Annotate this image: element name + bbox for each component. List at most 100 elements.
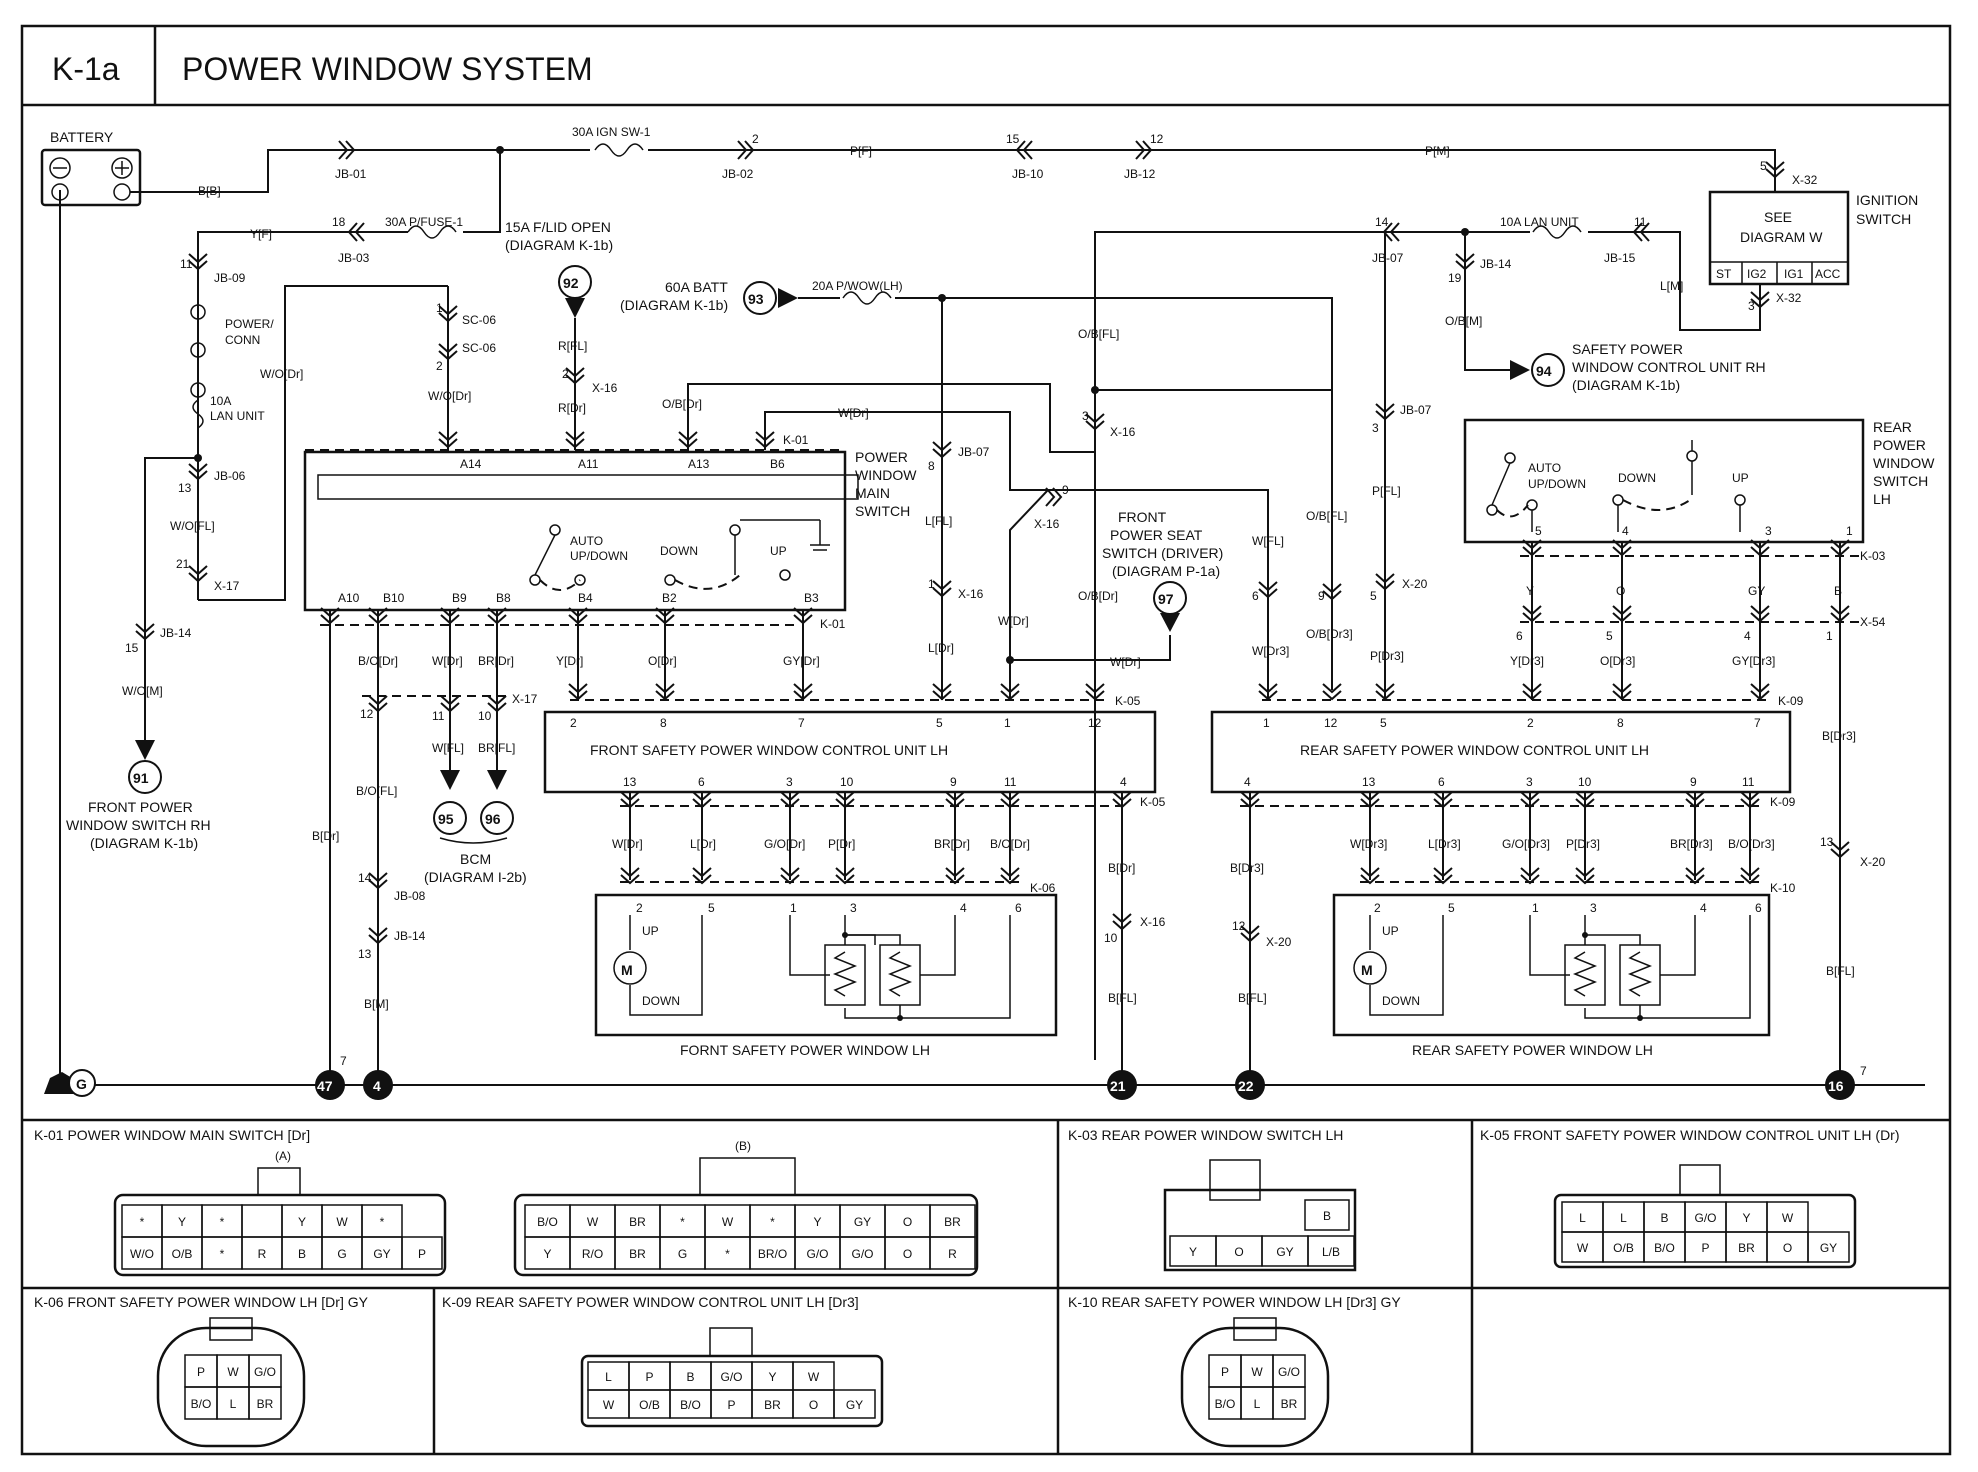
svg-text:WINDOW: WINDOW (855, 467, 917, 483)
svg-text:12: 12 (1232, 919, 1246, 933)
svg-text:WINDOW: WINDOW (1873, 455, 1935, 471)
svg-text:B[FL]: B[FL] (1108, 991, 1137, 1005)
svg-text:SC-06: SC-06 (462, 341, 496, 355)
ground-22 (1235, 1070, 1265, 1100)
connector-pin-label: * (220, 1247, 225, 1261)
fuse-pfuse-icon (407, 225, 457, 239)
svg-text:W/O[M]: W/O[M] (122, 684, 163, 698)
svg-text:A14: A14 (460, 457, 482, 471)
svg-text:Y[F]: Y[F] (250, 227, 272, 241)
svg-text:1: 1 (1004, 716, 1011, 730)
svg-text:B/O[Dr]: B/O[Dr] (990, 837, 1030, 851)
connector-pin-label: O (1783, 1241, 1792, 1255)
svg-text:P[Dr3]: P[Dr3] (1370, 649, 1404, 663)
connector-pin-label: R/O (582, 1247, 603, 1261)
connector-pin-label: W (808, 1370, 820, 1384)
svg-text:(A): (A) (275, 1149, 291, 1163)
svg-text:K-06: K-06 (1030, 881, 1056, 895)
svg-text:5: 5 (1606, 629, 1613, 643)
connector-pin-label: L (1620, 1211, 1627, 1225)
svg-text:B[FL]: B[FL] (1238, 991, 1267, 1005)
front-motor-title: FORNT SAFETY POWER WINDOW LH (680, 1042, 930, 1058)
svg-text:G/O[Dr3]: G/O[Dr3] (1502, 837, 1550, 851)
rear-motor-title: REAR SAFETY POWER WINDOW LH (1412, 1042, 1653, 1058)
svg-text:POWER/: POWER/ (225, 317, 274, 331)
svg-text:P[Dr3]: P[Dr3] (1566, 837, 1600, 851)
svg-text:5: 5 (1380, 716, 1387, 730)
svg-text:(DIAGRAM K-1b): (DIAGRAM K-1b) (90, 835, 198, 851)
svg-text:B: B (1834, 584, 1842, 598)
svg-text:K-01: K-01 (783, 433, 809, 447)
svg-text:A13: A13 (688, 457, 710, 471)
x54-connectors (1522, 605, 1850, 622)
svg-text:BCM: BCM (460, 851, 491, 867)
connector-pin-label: O (1234, 1245, 1243, 1259)
connector-pin-label: G/O (806, 1247, 828, 1261)
svg-text:W[FL]: W[FL] (432, 741, 464, 755)
connector-pin-label: W (336, 1215, 348, 1229)
svg-text:3: 3 (1526, 775, 1533, 789)
connector-pin-label: G/O (720, 1370, 742, 1384)
svg-text:LH: LH (1873, 491, 1891, 507)
svg-text:AUTO: AUTO (570, 534, 603, 548)
svg-text:W[Dr]: W[Dr] (998, 614, 1029, 628)
connector-pin-label: B/O (680, 1398, 701, 1412)
svg-text:SEE: SEE (1764, 209, 1792, 225)
svg-text:8: 8 (928, 459, 935, 473)
front-window-motor: 2 5 1 3 4 6 M UP DOWN (594, 893, 1058, 1037)
svg-text:X-16: X-16 (1140, 915, 1166, 929)
svg-text:JB-08: JB-08 (394, 889, 426, 903)
connector-pin-label: B/O (1654, 1241, 1675, 1255)
svg-text:8: 8 (1617, 716, 1624, 730)
svg-text:2: 2 (436, 359, 443, 373)
svg-text:AUTO: AUTO (1528, 461, 1561, 475)
connector-pin-label: W (603, 1398, 615, 1412)
svg-text:JB-15: JB-15 (1604, 251, 1636, 265)
svg-text:1: 1 (1826, 629, 1833, 643)
svg-text:IG1: IG1 (1784, 267, 1804, 281)
svg-text:K-09 REAR SAFETY POWER WINDOW: K-09 REAR SAFETY POWER WINDOW CONTROL UN… (442, 1294, 859, 1310)
svg-text:11: 11 (432, 709, 445, 723)
svg-text:97: 97 (1158, 591, 1174, 607)
svg-text:47: 47 (317, 1078, 333, 1094)
svg-text:REAR: REAR (1873, 419, 1912, 435)
svg-text:B8: B8 (496, 591, 511, 605)
connector-cell (401, 1236, 443, 1270)
connector-pin-label: B (298, 1247, 306, 1261)
svg-text:X-17: X-17 (214, 579, 240, 593)
svg-text:3: 3 (1372, 421, 1379, 435)
svg-text:Y[Dr3]: Y[Dr3] (1510, 654, 1544, 668)
svg-text:A10: A10 (338, 591, 360, 605)
svg-text:16: 16 (1828, 1078, 1844, 1094)
heater-icon (832, 951, 858, 997)
svg-text:BR[FL]: BR[FL] (478, 741, 515, 755)
connector-label: JB-01 (335, 167, 367, 181)
connector-pin-label: GY (1276, 1245, 1293, 1259)
svg-text:DOWN: DOWN (1618, 471, 1656, 485)
svg-text:21: 21 (1110, 1078, 1126, 1094)
svg-text:K-10: K-10 (1770, 881, 1796, 895)
rear-window-motor: 2 5 1 3 4 6 M UP DOWN (1332, 893, 1771, 1037)
connector-pin-label: L (1579, 1211, 1586, 1225)
svg-text:6: 6 (1252, 589, 1259, 603)
outer-frame (20, 24, 1952, 1456)
svg-text:JB-02: JB-02 (722, 167, 754, 181)
svg-text:JB-09: JB-09 (214, 271, 246, 285)
svg-text:96: 96 (485, 811, 501, 827)
svg-text:6: 6 (1516, 629, 1523, 643)
svg-text:30A P/FUSE-1: 30A P/FUSE-1 (385, 215, 463, 229)
svg-text:SAFETY POWER: SAFETY POWER (1572, 341, 1683, 357)
svg-text:1: 1 (790, 901, 797, 915)
svg-text:3: 3 (1765, 524, 1772, 538)
svg-text:K-05 FRONT SAFETY POWER WINDOW: K-05 FRONT SAFETY POWER WINDOW CONTROL U… (1480, 1127, 1900, 1143)
svg-text:9: 9 (1318, 589, 1325, 603)
svg-text:X-17: X-17 (512, 692, 538, 706)
svg-text:K-03 REAR POWER WINDOW SWITCH: K-03 REAR POWER WINDOW SWITCH LH (1068, 1127, 1343, 1143)
connector-pin-label: O/B (639, 1398, 660, 1412)
connector-pin-label: GY (1820, 1241, 1837, 1255)
svg-text:6: 6 (1755, 901, 1762, 915)
svg-text:UP: UP (1732, 471, 1749, 485)
connector-pin-label: P (418, 1247, 426, 1261)
connector-pin-label: P (1701, 1241, 1709, 1255)
svg-text:MAIN: MAIN (855, 485, 890, 501)
